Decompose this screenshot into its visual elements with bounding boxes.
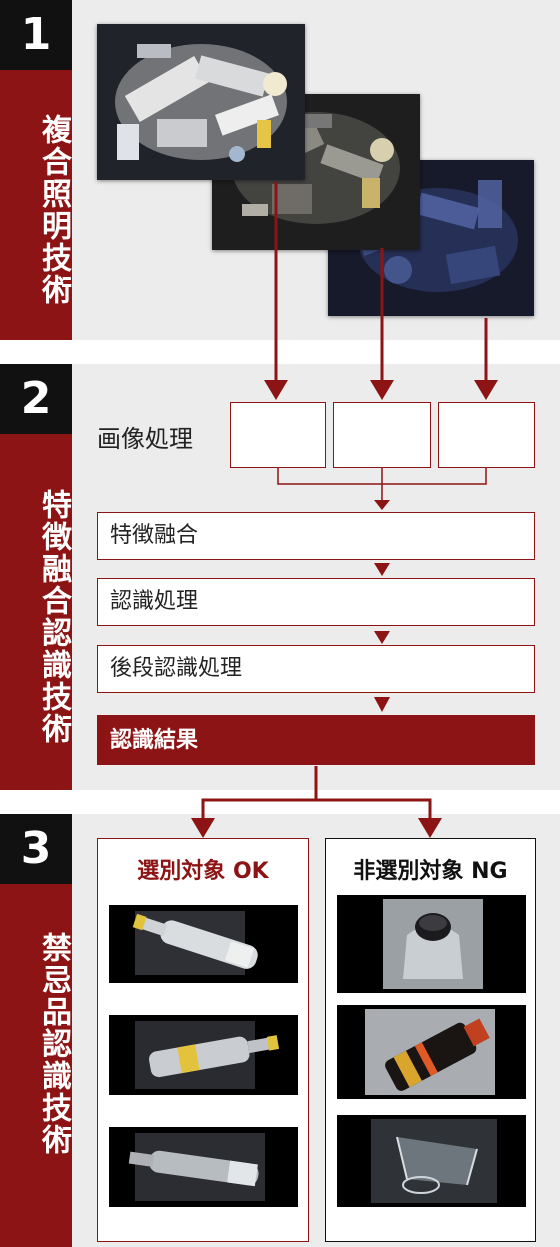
photo-to-process-arrowheads — [264, 380, 498, 400]
step-arrowheads — [374, 500, 390, 712]
ng-jar — [337, 895, 526, 993]
result-split-lines — [201, 766, 432, 818]
section-1-label: 複合照明技術 — [36, 114, 71, 306]
section-3-label: 禁忌品認識技術 — [36, 932, 71, 1156]
merge-bracket — [277, 468, 487, 500]
photo-to-process-arrows — [274, 182, 488, 380]
ok-bottle-1 — [109, 905, 298, 983]
section-1-panel: 1 複合照明技術 — [0, 0, 560, 340]
section-1-sidebar: 1 複合照明技術 — [0, 0, 72, 340]
image-processing-label: 画像処理 — [97, 425, 193, 453]
section-3-sidebar: 3 禁忌品認識技術 — [0, 814, 72, 1247]
section-2-number: 2 — [0, 364, 72, 434]
section-2-panel: 2 特徴融合認識技術 画像処理 特徴融合 認識処理 後段認識処理 認識結果 — [0, 364, 560, 790]
processing-box-2 — [333, 402, 431, 468]
ok-title: 選別対象 OK — [137, 859, 269, 884]
ok-bottle-3 — [109, 1127, 298, 1207]
section-2-label: 特徴融合認識技術 — [36, 489, 71, 745]
ok-card: 選別対象 OK — [97, 838, 309, 1242]
ng-card: 非選別対象 NG — [325, 838, 536, 1242]
white-light-image — [97, 24, 305, 180]
ok-bottle-2 — [109, 1015, 298, 1095]
step-result: 認識結果 — [97, 715, 535, 765]
ng-glass — [337, 1115, 526, 1207]
section-3-panel: 3 禁忌品認識技術 選別対象 OK — [0, 814, 560, 1247]
section-1-number: 1 — [0, 0, 72, 70]
section-2-sidebar: 2 特徴融合認識技術 — [0, 364, 72, 790]
section-3-number: 3 — [0, 814, 72, 884]
processing-box-1 — [230, 402, 326, 468]
ng-title: 非選別対象 NG — [353, 859, 508, 884]
processing-box-3 — [438, 402, 535, 468]
result-split-arrowheads — [191, 818, 442, 838]
step-feature-fusion: 特徴融合 — [97, 512, 535, 560]
step-post-recognition: 後段認識処理 — [97, 645, 535, 693]
ng-can — [337, 1005, 526, 1099]
step-recognition: 認識処理 — [97, 578, 535, 626]
